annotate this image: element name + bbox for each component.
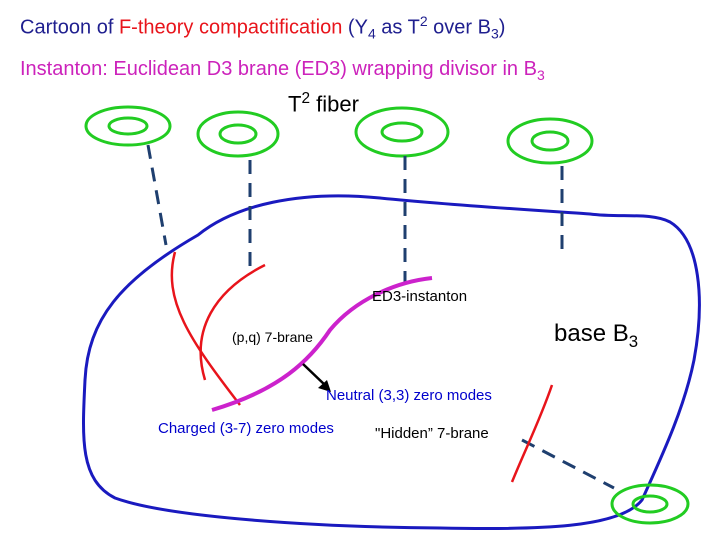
pq-seven-brane-left	[170, 251, 241, 406]
title-over: over B	[427, 16, 491, 39]
neutral-zero-modes-label: Neutral (3,3) zero modes	[326, 387, 492, 404]
ed3-instanton-label: ED3-instanton	[372, 288, 468, 305]
subtitle: Instanton: Euclidean D3 brane (ED3) wrap…	[20, 59, 545, 82]
charged-zero-modes-label: Charged (3-7) zero modes	[158, 420, 334, 437]
torus-fiber-2	[196, 110, 280, 158]
hidden-seven-brane	[510, 384, 554, 483]
title-close: )	[498, 16, 506, 39]
title-t-superscript: 2	[419, 13, 428, 29]
neutral-arrow-head	[318, 380, 331, 392]
seven-branes	[170, 251, 554, 483]
torus-fiber-4	[506, 117, 594, 165]
torus-fiber-5	[610, 483, 690, 525]
torus-fiber-1	[84, 105, 172, 147]
title-prefix: Cartoon of	[20, 16, 119, 39]
page-title: Cartoon of F-theory compactification (Y4…	[20, 14, 505, 41]
dashed-line-5	[521, 438, 615, 490]
base-label: base B3	[554, 322, 638, 351]
title-highlight: F-theory compactification	[118, 16, 343, 39]
torus-fiber-3	[354, 106, 450, 158]
ed3-instanton-curve	[211, 276, 433, 412]
pq-seven-brane-right	[199, 263, 266, 381]
pq-seven-brane-label: (p,q) 7-brane	[232, 329, 313, 345]
base-word: base B	[554, 320, 629, 347]
neutral-arrow	[302, 363, 327, 387]
fiber-superscript: 2	[301, 90, 311, 107]
base-b3-curve	[82, 194, 701, 531]
hidden-seven-brane-label: "Hidden” 7-brane	[375, 425, 489, 442]
subtitle-text: Instanton: Euclidean D3 brane (ED3) wrap…	[20, 58, 537, 80]
title-b-subscript: 3	[490, 25, 499, 42]
base-subscript: 3	[628, 331, 639, 351]
title-mid: as T	[375, 16, 420, 39]
title-y-subscript: 4	[367, 25, 376, 42]
dashed-line-1	[146, 144, 168, 246]
title-open: (Y	[342, 16, 368, 39]
fiber-label: T2 fiber	[288, 91, 359, 115]
subtitle-b-subscript: 3	[536, 67, 545, 83]
fiber-word: fiber	[310, 91, 359, 117]
fiber-t: T	[288, 91, 302, 117]
fiber-dashed-lines	[146, 144, 615, 490]
